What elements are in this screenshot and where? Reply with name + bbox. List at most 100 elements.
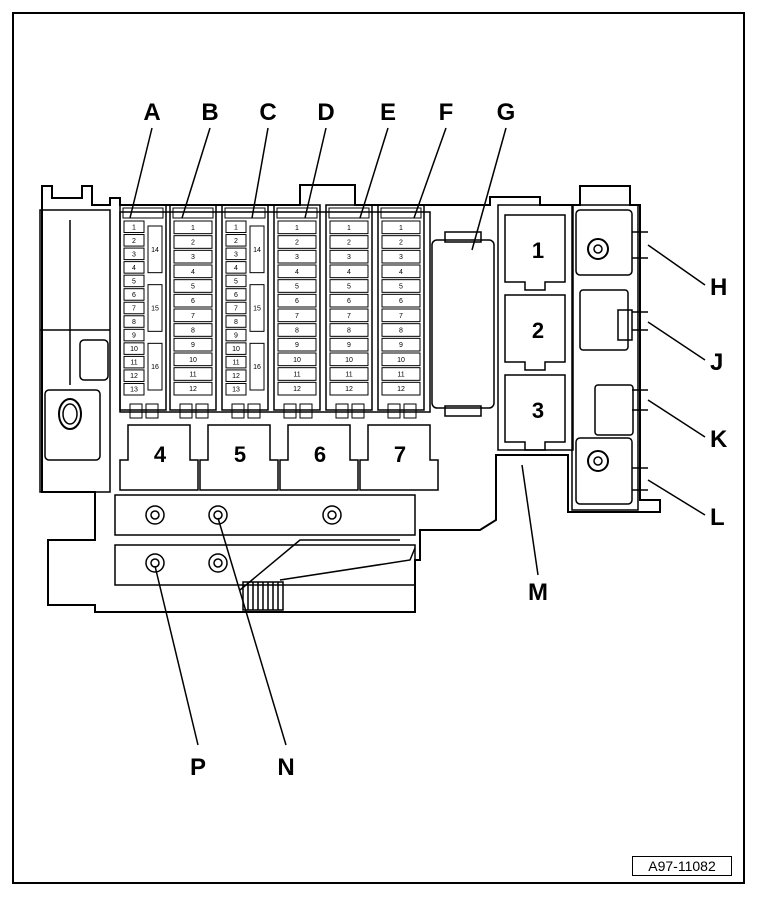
fuse-number: 6 <box>191 298 195 305</box>
fuse-slot <box>173 352 213 367</box>
fuse-slot <box>381 293 421 308</box>
fuse-slot <box>225 369 247 382</box>
fuse-number: 6 <box>347 298 351 305</box>
fuse-slot <box>123 369 145 382</box>
fuse-slot <box>381 337 421 352</box>
fuse-number: 2 <box>132 238 136 245</box>
fuse-number: 1 <box>295 225 299 232</box>
reference-number: A97-11082 <box>632 856 732 876</box>
relay-label: 7 <box>394 442 406 467</box>
fuse-slot <box>277 308 317 323</box>
relay-3: 3 <box>504 374 566 451</box>
fuse-number: 10 <box>397 357 405 364</box>
fuse-number: 2 <box>399 240 403 247</box>
relay-label: 5 <box>234 442 246 467</box>
fuse-slot <box>277 249 317 264</box>
callout-f: F <box>439 99 454 126</box>
fuse-number: 2 <box>191 240 195 247</box>
fuse-slot <box>329 381 369 396</box>
fuse-slot <box>123 234 145 247</box>
fuse-number: 12 <box>397 386 405 393</box>
side-fuse-number: 14 <box>151 247 159 254</box>
relay-5: 5 <box>199 424 279 491</box>
fuse-slot <box>381 220 421 235</box>
fuse-number: 12 <box>232 373 240 380</box>
callout-b: B <box>201 99 218 126</box>
fuse-slot <box>277 337 317 352</box>
fuse-number: 4 <box>191 269 195 276</box>
side-fuse-number: 16 <box>151 364 159 371</box>
relay-6: 6 <box>279 424 359 491</box>
fuse-number: 11 <box>232 360 239 367</box>
bottom-connector <box>239 539 416 611</box>
fuse-slot <box>173 323 213 337</box>
callout-p: P <box>190 754 206 781</box>
fuse-slot <box>225 274 247 288</box>
fuse-slot <box>225 382 247 396</box>
fuse-slot <box>329 323 369 337</box>
leader-lines <box>129 127 706 746</box>
fuse-number: 3 <box>132 251 136 258</box>
fuse-slot <box>225 288 247 301</box>
callout-n: N <box>277 754 294 781</box>
fuse-slot <box>277 381 317 396</box>
fuse-slot <box>225 342 247 355</box>
fuse-slot <box>329 279 369 293</box>
relays-right: 123 <box>504 214 566 451</box>
fuse-number: 8 <box>347 328 351 335</box>
fuse-slot <box>123 328 145 342</box>
fuse-slot <box>329 308 369 323</box>
fuse-number: 9 <box>132 333 136 340</box>
callout-l: L <box>710 504 725 531</box>
callout-g: G <box>497 99 516 126</box>
fuse-slot <box>277 323 317 337</box>
callout-d: D <box>317 99 334 126</box>
fuse-slot <box>329 235 369 249</box>
fuse-number: 1 <box>191 225 195 232</box>
fuse-number: 5 <box>234 278 238 285</box>
relay-2: 2 <box>504 294 566 371</box>
fuse-slot <box>381 264 421 279</box>
fuse-number: 9 <box>295 342 299 349</box>
fuse-number: 2 <box>234 238 238 245</box>
fuse-number: 7 <box>295 313 299 320</box>
fuse-slot <box>173 337 213 352</box>
fuse-slot <box>381 367 421 381</box>
fuse-number: 3 <box>295 254 299 261</box>
fuse-number: 8 <box>295 328 299 335</box>
fuse-slot <box>277 279 317 293</box>
fuse-number: 2 <box>295 240 299 247</box>
fuse-slot <box>173 293 213 308</box>
relay-7: 7 <box>359 424 439 491</box>
fuse-number: 3 <box>347 254 351 261</box>
fuse-number: 1 <box>234 224 238 231</box>
fuse-slot <box>123 315 145 328</box>
fuse-slot <box>123 220 145 234</box>
side-fuse-number: 14 <box>253 247 261 254</box>
right-side-module <box>575 209 648 505</box>
fuse-number: 10 <box>189 357 197 364</box>
fuse-number: 9 <box>399 342 403 349</box>
fuse-slot <box>381 249 421 264</box>
fuse-number: 4 <box>132 265 136 272</box>
fuse-number: 12 <box>345 386 353 393</box>
fuse-slot <box>173 235 213 249</box>
fuse-slot <box>225 355 247 369</box>
relay-4: 4 <box>119 424 199 491</box>
fuse-number: 11 <box>345 372 352 379</box>
fuse-slot <box>123 382 145 396</box>
fuse-slot <box>329 264 369 279</box>
relay-label: 3 <box>532 398 544 423</box>
fuse-number: 8 <box>191 328 195 335</box>
fuse-number: 7 <box>234 306 238 313</box>
fuse-number: 13 <box>232 387 240 394</box>
fuse-number: 6 <box>399 298 403 305</box>
fuse-number: 9 <box>191 342 195 349</box>
fuse-number: 7 <box>347 313 351 320</box>
fuse-slot <box>123 342 145 355</box>
